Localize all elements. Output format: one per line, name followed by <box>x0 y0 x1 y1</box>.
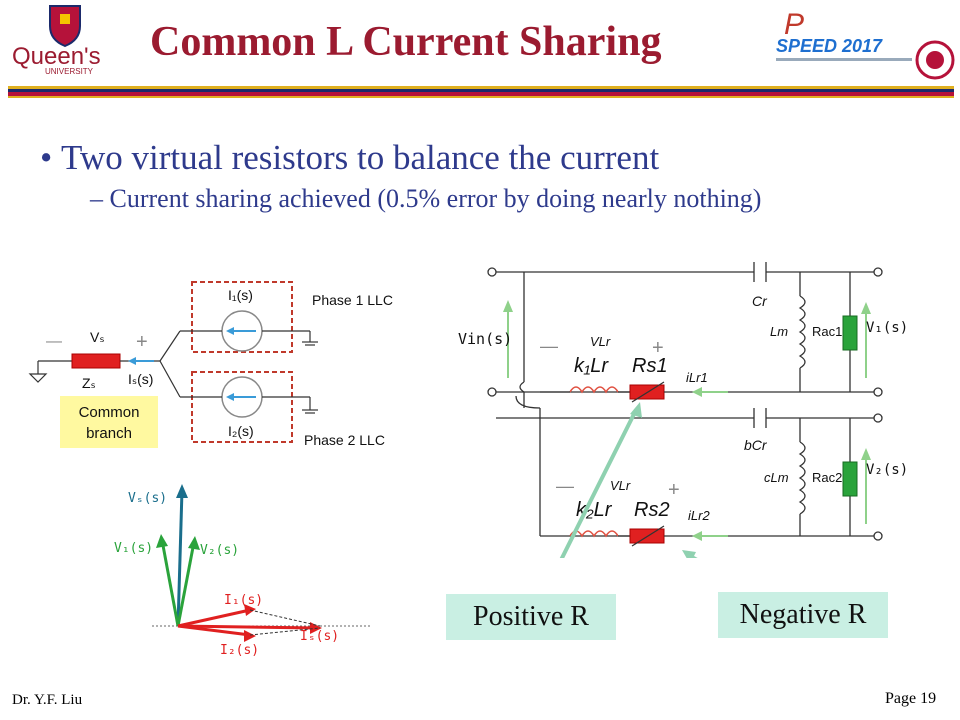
phase1-label: Phase 1 LLC <box>312 292 393 308</box>
phasor-v1-label: V₁(s) <box>114 541 153 556</box>
v2-label: V₂(s) <box>866 462 908 478</box>
common-branch-box <box>60 396 158 448</box>
bcr-label: bCr <box>744 437 768 453</box>
phasor-v2-label: V₂(s) <box>200 543 239 558</box>
phase2-box <box>191 371 293 443</box>
header-stripe <box>8 86 954 98</box>
logo-left-text: Queen's <box>12 43 101 70</box>
phase2-label: Phase 2 LLC <box>304 432 385 448</box>
logo-left-sub: UNIVERSITY <box>45 67 94 76</box>
positive-pointer <box>559 409 638 558</box>
phasor-diagram: Vₛ(s) V₁(s) V₂(s) I₁(s) I₂(s) Iₛ(s) <box>114 484 370 658</box>
negative-r-callout: Negative R <box>718 592 888 638</box>
lm-inductor <box>798 295 806 369</box>
i1-label: I₁(s) <box>228 287 253 303</box>
bullet-dot: • <box>40 138 62 177</box>
rac2-resistor <box>842 461 858 497</box>
rac1-resistor <box>842 315 858 351</box>
plus-sign: + <box>136 331 148 353</box>
rc-plus-1: + <box>652 337 664 359</box>
main-bullet: • Two virtual resistors to balance the c… <box>40 138 659 178</box>
common-label-1: Common <box>79 404 140 421</box>
vlr2-label: VLr <box>610 478 631 493</box>
queens-logo: Queen's UNIVERSITY <box>10 4 120 76</box>
ilr1-label: iLr1 <box>686 370 708 385</box>
k2lr-inductor <box>569 530 619 538</box>
page-number: Page 19 <box>885 690 937 707</box>
positive-r-callout: Positive R <box>446 594 616 640</box>
i2-label: I₂(s) <box>228 423 254 439</box>
sub-bullet: – Current sharing achieved (0.5% error b… <box>90 184 761 214</box>
rs2-label: Rs2 <box>634 499 670 521</box>
vs-phasor <box>176 489 184 627</box>
clm-inductor <box>798 441 806 515</box>
logo-right-text: SPEED 2017 <box>776 36 883 56</box>
v1-phasor <box>160 539 180 627</box>
phasor-i1-label: I₁(s) <box>224 593 263 608</box>
phasor-i2-label: I₂(s) <box>220 643 259 658</box>
main-bullet-text: Two virtual resistors to balance the cur… <box>61 138 660 177</box>
sub-bullet-text: Current sharing achieved (0.5% error by … <box>109 184 762 213</box>
cr-label: Cr <box>752 293 768 309</box>
sub-bullet-dash: – <box>90 184 110 213</box>
ilr2-label: iLr2 <box>688 508 710 523</box>
vs-label: Vₛ <box>90 329 105 345</box>
phasor-is-label: Iₛ(s) <box>300 629 339 644</box>
phasor-vs-label: Vₛ(s) <box>128 491 167 506</box>
svg-text:P: P <box>784 8 804 41</box>
vin-label: Vin(s) <box>458 330 512 348</box>
llc-circuit: Vin(s) Cr Lm Rac1 V₁(s) VLr k₁Lr Rs1 iLr… <box>458 262 908 558</box>
i1-phasor <box>177 608 251 628</box>
lm-label: Lm <box>770 324 788 339</box>
v1-label: V₁(s) <box>866 320 908 336</box>
v2-phasor <box>176 541 196 627</box>
rac2-label: Rac2 <box>812 470 842 485</box>
speed-logo: P SPEED 2017 <box>772 4 958 86</box>
author-footer: Dr. Y.F. Liu <box>12 692 83 708</box>
rs1-label: Rs1 <box>632 355 668 377</box>
minus-sign: — <box>46 333 62 350</box>
k1lr-label: k₁Lr <box>574 355 609 377</box>
clm-label: cLm <box>764 470 789 485</box>
k1lr-inductor <box>569 386 619 394</box>
rc-plus-2: + <box>668 479 680 501</box>
vlr1-label: VLr <box>590 334 611 349</box>
negative-pointer <box>689 554 698 558</box>
rc-minus-2: — <box>556 476 574 496</box>
rac1-label: Rac1 <box>812 324 842 339</box>
common-label-2: branch <box>86 425 132 442</box>
rc-minus-1: — <box>540 336 558 356</box>
slide-title: Common L Current Sharing <box>150 19 662 65</box>
zs-label: Zₛ <box>82 375 96 391</box>
zs-element <box>71 353 121 369</box>
phase1-box <box>191 281 293 353</box>
is-phasor <box>177 624 317 630</box>
common-branch-circuit: Phase 1 LLC Phase 2 LLC I₁(s) I₂(s) Vₛ Z… <box>28 281 393 448</box>
is-label: Iₛ(s) <box>128 371 153 387</box>
